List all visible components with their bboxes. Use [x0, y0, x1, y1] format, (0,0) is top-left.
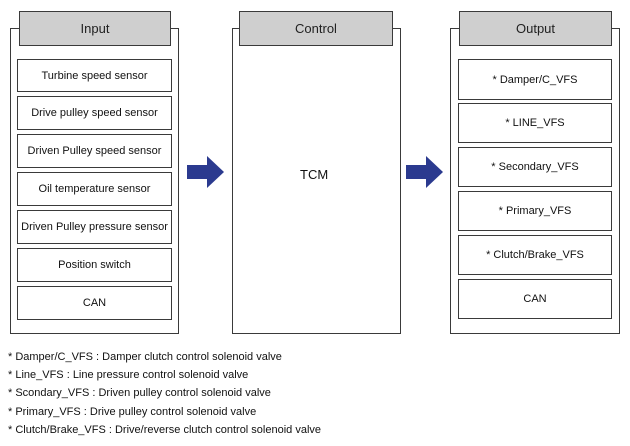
- input-item-driven-pulley-pressure-sensor: Driven Pulley pressure sensor: [17, 210, 172, 244]
- output-item-clutch-brake-vfs: * Clutch/Brake_VFS: [458, 235, 612, 275]
- input-item-driven-pulley-speed-sensor: Driven Pulley speed sensor: [17, 134, 172, 168]
- input-item-oil-temperature-sensor: Oil temperature sensor: [17, 172, 172, 206]
- output-item-damper-c-vfs: * Damper/C_VFS: [458, 59, 612, 100]
- note-scondary-vfs: * Scondary_VFS : Driven pulley control s…: [8, 387, 271, 400]
- input-item-position-switch: Position switch: [17, 248, 172, 282]
- right-arrow-icon: [187, 156, 224, 188]
- legend-notes: * Damper/C_VFS : Damper clutch control s…: [8, 348, 321, 439]
- right-arrow-icon: [406, 156, 443, 188]
- output-item-secondary-vfs: * Secondary_VFS: [458, 147, 612, 187]
- input-item-drive-pulley-speed-sensor: Drive pulley speed sensor: [17, 96, 172, 130]
- control-panel: [232, 28, 401, 334]
- note-clutch-brake-vfs: * Clutch/Brake_VFS : Drive/reverse clutc…: [8, 423, 322, 436]
- input-item-can: CAN: [17, 286, 172, 320]
- tcm-label: TCM: [300, 167, 329, 182]
- control-panel-header: Control: [239, 11, 393, 46]
- note-primary-vfs: * Primary_VFS : Drive pulley control sol…: [8, 405, 257, 418]
- note-line-vfs: * Line_VFS : Line pressure control solen…: [8, 369, 249, 382]
- input-panel-header: Input: [19, 11, 171, 46]
- input-item-turbine-speed-sensor: Turbine speed sensor: [17, 59, 172, 92]
- output-item-line-vfs: * LINE_VFS: [458, 103, 612, 143]
- output-item-can: CAN: [458, 279, 612, 319]
- note-damper-c-vfs: * Damper/C_VFS : Damper clutch control s…: [8, 351, 282, 363]
- output-item-primary-vfs: * Primary_VFS: [458, 191, 612, 231]
- output-panel-header: Output: [459, 11, 612, 46]
